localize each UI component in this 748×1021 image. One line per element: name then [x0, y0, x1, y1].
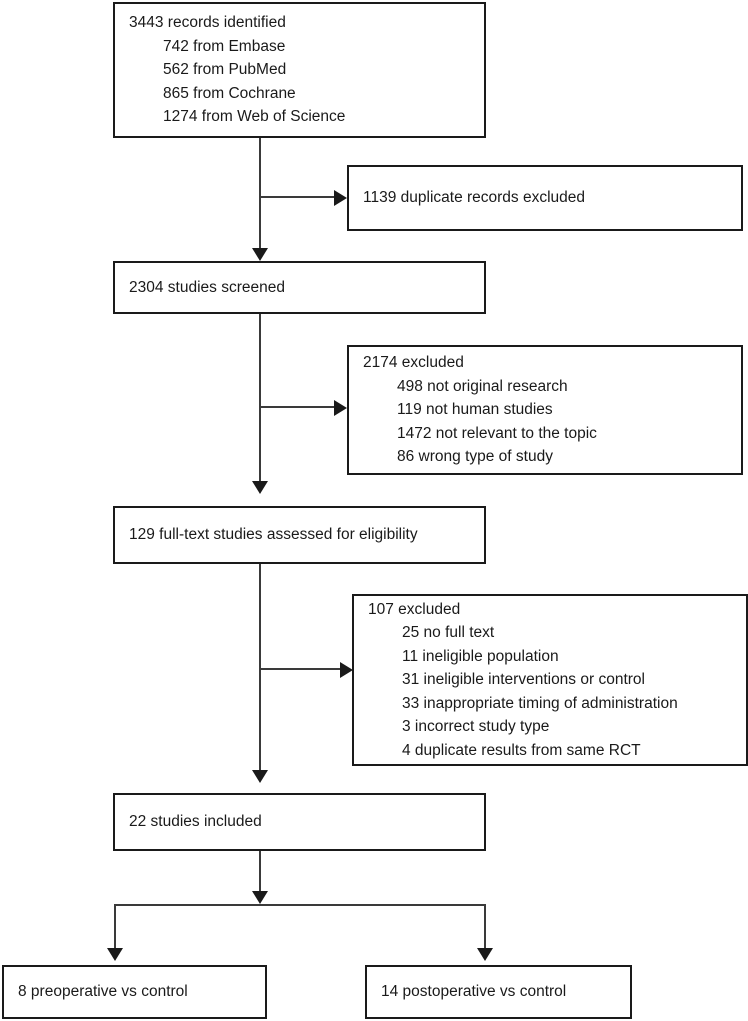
- connector-to-duplicates: [259, 196, 337, 198]
- full-text-excluded-line-3: 11 ineligible population: [402, 647, 559, 665]
- full-text-excluded-line-7: 4 duplicate results from same RCT: [402, 741, 641, 759]
- full-text-excluded-line-6: 3 incorrect study type: [402, 718, 550, 736]
- included-line-1: 22 studies included: [129, 813, 262, 831]
- arrow-to-screening-excluded: [334, 400, 347, 416]
- records-identified-line-3: 562 from PubMed: [163, 61, 287, 79]
- duplicates-line-1: 1139 duplicate records excluded: [363, 189, 586, 207]
- box-records-identified: 3443 records identified 742 from Embase …: [113, 2, 486, 138]
- box-duplicate-records-excluded: 1139 duplicate records excluded: [347, 165, 743, 231]
- records-identified-line-1: 3443 records identified: [129, 14, 286, 32]
- arrow-screened-to-eligibility: [252, 481, 268, 494]
- screened-line-1: 2304 studies screened: [129, 278, 285, 296]
- arrow-included-to-fork: [252, 891, 268, 904]
- postoperative-line-1: 14 postoperative vs control: [381, 983, 567, 1001]
- connector-included-to-fork: [259, 851, 261, 895]
- screening-excluded-line-1: 2174 excluded: [363, 354, 464, 372]
- full-text-excluded-line-1: 107 excluded: [368, 600, 461, 618]
- records-identified-line-4: 865 from Cochrane: [163, 84, 296, 102]
- box-full-text-excluded: 107 excluded 25 no full text 11 ineligib…: [352, 594, 748, 766]
- fork-horizontal-bar: [114, 904, 486, 906]
- arrow-eligibility-to-included: [252, 770, 268, 783]
- arrow-to-preoperative: [107, 948, 123, 961]
- connector-screened-to-eligibility: [259, 314, 261, 487]
- box-full-text-assessed: 129 full-text studies assessed for eligi…: [113, 506, 486, 564]
- box-studies-included: 22 studies included: [113, 793, 486, 851]
- arrow-to-postoperative: [477, 948, 493, 961]
- box-screening-excluded: 2174 excluded 498 not original research …: [347, 345, 743, 475]
- screening-excluded-line-5: 86 wrong type of study: [397, 448, 553, 466]
- screening-excluded-line-4: 1472 not relevant to the topic: [397, 424, 597, 442]
- box-postoperative-vs-control: 14 postoperative vs control: [365, 965, 632, 1019]
- connector-to-screening-excluded: [259, 406, 337, 408]
- screening-excluded-line-2: 498 not original research: [397, 377, 568, 395]
- box-preoperative-vs-control: 8 preoperative vs control: [2, 965, 267, 1019]
- fork-branch-left: [114, 904, 116, 952]
- connector-eligibility-to-included: [259, 564, 261, 776]
- box-studies-screened: 2304 studies screened: [113, 261, 486, 314]
- arrow-identified-to-screened: [252, 248, 268, 261]
- connector-to-full-text-excluded: [259, 668, 343, 670]
- fork-branch-right: [484, 904, 486, 952]
- screening-excluded-line-3: 119 not human studies: [397, 401, 553, 419]
- eligibility-line-1: 129 full-text studies assessed for eligi…: [129, 526, 418, 544]
- preoperative-line-1: 8 preoperative vs control: [18, 983, 188, 1001]
- arrow-to-full-text-excluded: [340, 662, 353, 678]
- arrow-to-duplicates: [334, 190, 347, 206]
- full-text-excluded-line-4: 31 ineligible interventions or control: [402, 671, 645, 689]
- full-text-excluded-line-5: 33 inappropriate timing of administratio…: [402, 694, 678, 712]
- full-text-excluded-line-2: 25 no full text: [402, 624, 495, 642]
- records-identified-line-2: 742 from Embase: [163, 37, 286, 55]
- records-identified-line-5: 1274 from Web of Science: [163, 108, 346, 126]
